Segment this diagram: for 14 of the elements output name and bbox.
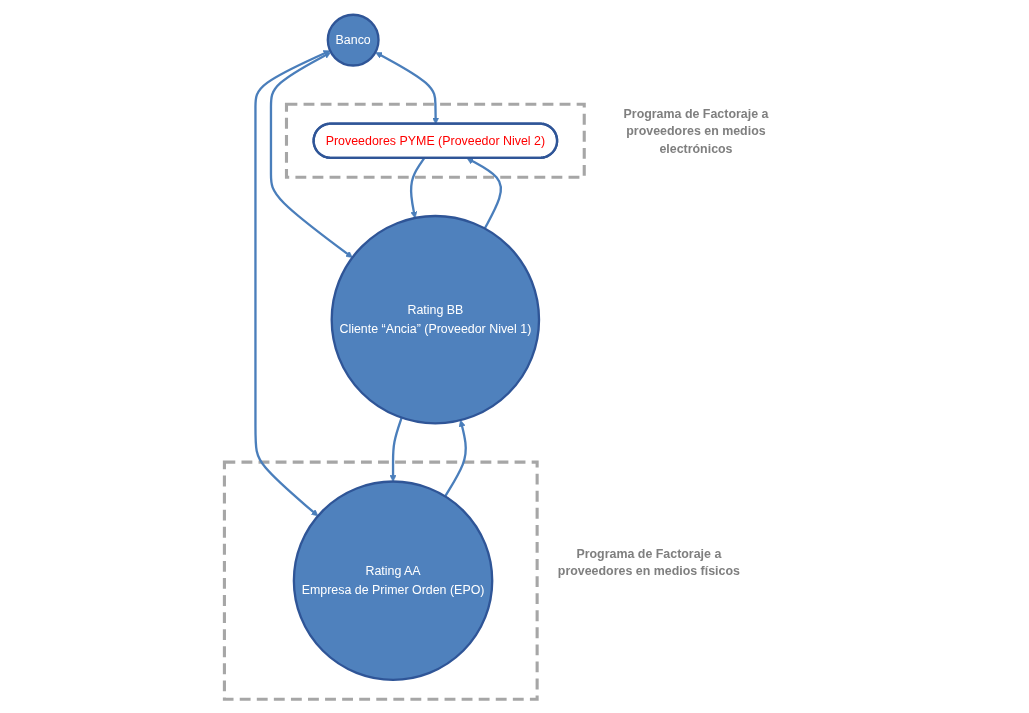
cluster: [222, 460, 539, 701]
arrow: [269, 51, 353, 258]
node-circle: Rating BB Cliente “Ancia” (Proveedor Nivel 1): [330, 214, 541, 424]
node-label: Programa de Factoraje a proveedores en medios físicos: [557, 546, 740, 578]
node-circle: Banco: [326, 13, 380, 67]
arrow: [444, 419, 467, 497]
cluster: [284, 102, 586, 179]
node-label: Programa de Factoraje a proveedores en medios electrónicos: [623, 106, 769, 155]
arrow: [254, 49, 331, 516]
arrow: [389, 416, 403, 482]
arrow: [409, 157, 426, 218]
arrow: [466, 157, 503, 229]
arrow: [375, 51, 440, 124]
node-circle: Rating AA Empresa de Primer Orden (EPO): [292, 479, 494, 681]
